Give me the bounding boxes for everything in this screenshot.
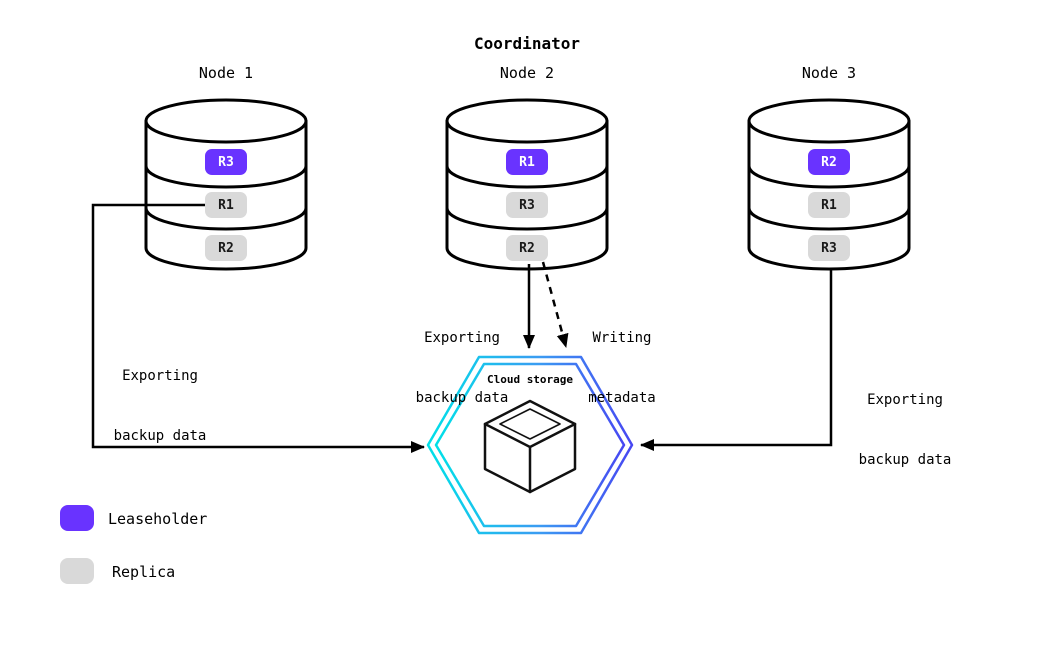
leaseholder-badge: R1 — [506, 149, 548, 175]
replica-badge: R2 — [205, 235, 247, 261]
replica-badge: R1 — [205, 192, 247, 218]
node1-label: Node 1 — [198, 64, 254, 82]
edge-label-line: Exporting — [122, 368, 198, 384]
replica-badge: R1 — [808, 192, 850, 218]
cloud-storage-label: Cloud storage — [486, 373, 574, 386]
legend-leaseholder-label: Leaseholder — [108, 510, 208, 528]
node3-export-label: Exporting backup data — [859, 350, 952, 510]
replica-badge: R3 — [506, 192, 548, 218]
replica-badge: R3 — [808, 235, 850, 261]
leaseholder-badge: R3 — [205, 149, 247, 175]
node3-label: Node 3 — [801, 64, 857, 82]
cube-icon — [483, 399, 577, 494]
node2-metadata-label: Writing metadata — [588, 288, 655, 448]
legend-replica-swatch — [60, 558, 94, 584]
edge-label-line: Exporting — [424, 330, 500, 346]
node2-metadata-arrow — [541, 261, 569, 348]
edge-label-line: backup data — [415, 390, 509, 406]
node1-export-arrow — [91, 203, 425, 453]
edge-label-line: metadata — [588, 390, 656, 406]
node3-export-arrow — [640, 268, 833, 451]
legend-replica-label: Replica — [112, 563, 176, 581]
coordinator-title: Coordinator — [474, 34, 580, 53]
legend-leaseholder-swatch — [60, 505, 94, 531]
edge-label-line: backup data — [858, 452, 952, 468]
node2-export-label: Exporting backup data — [416, 288, 509, 448]
leaseholder-badge: R2 — [808, 149, 850, 175]
replica-badge: R2 — [506, 235, 548, 261]
node2-database-cylinder-icon — [445, 98, 609, 271]
edge-label-line: Exporting — [867, 392, 943, 408]
node2-label: Node 2 — [499, 64, 555, 82]
edge-label-line: backup data — [113, 428, 207, 444]
edge-label-line: Writing — [592, 330, 652, 346]
node1-export-label: Exporting backup data — [114, 326, 207, 486]
cloud-storage-hexagon — [426, 355, 634, 535]
